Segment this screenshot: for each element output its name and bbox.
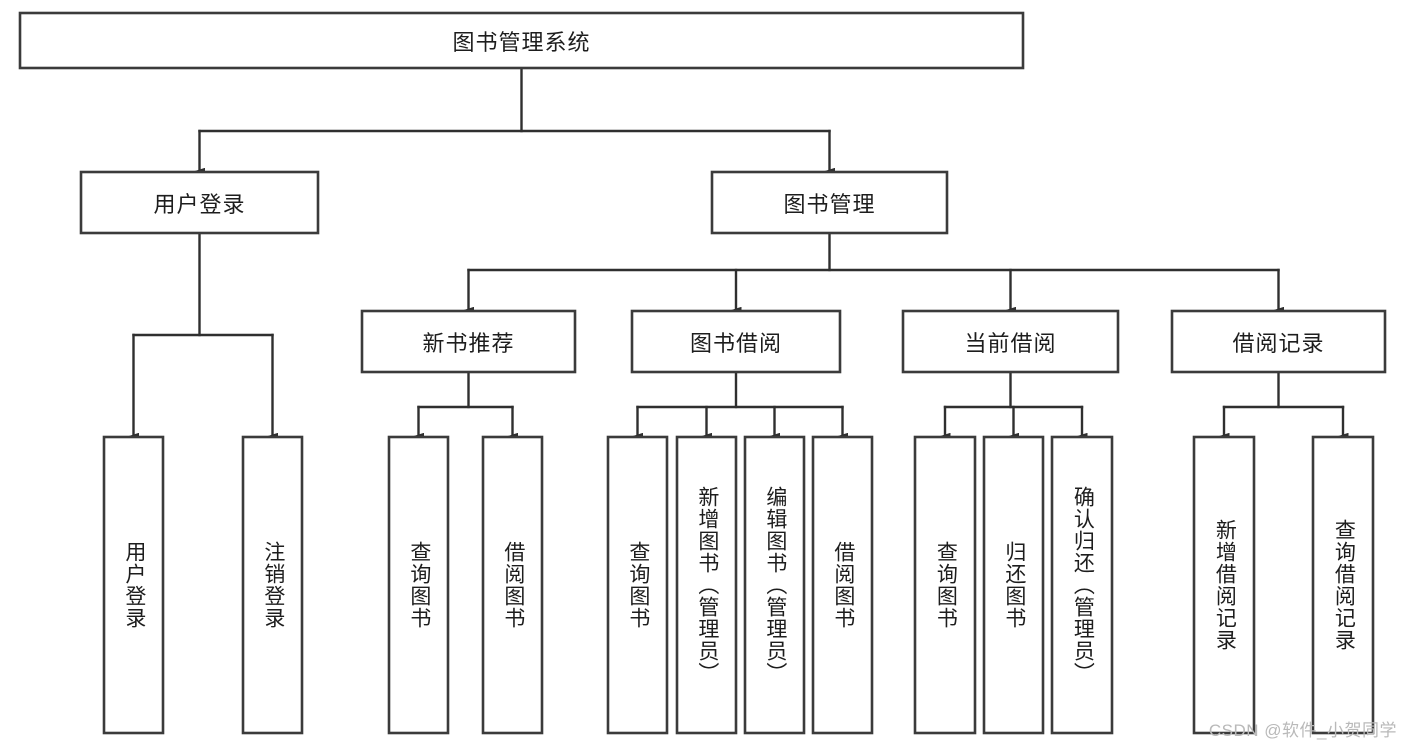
node-box-leaf-query-borrow-record [1311, 435, 1375, 735]
csdn-watermark: CSDN @软件_小贺同学 [1208, 721, 1397, 740]
node-box-leaf-logout [241, 435, 304, 735]
node-box-current-borrow [901, 309, 1120, 374]
node-box-borrow-record [1170, 309, 1387, 374]
node-box-leaf-add-book-admin [675, 435, 738, 735]
node-box-new-book-recommend [360, 309, 577, 374]
node-box-leaf-return-book [982, 435, 1045, 735]
connector-lines [128, 66, 1349, 440]
node-box-leaf-add-borrow-record [1192, 435, 1256, 735]
node-box-book-management [710, 170, 949, 235]
node-box-book-borrow [630, 309, 842, 374]
node-box-leaf-query-book-borrow [606, 435, 669, 735]
node-box-leaf-user-login [102, 435, 165, 735]
node-box-leaf-query-book-current [913, 435, 977, 735]
node-box-root [18, 11, 1025, 70]
node-box-leaf-query-book-recommend [387, 435, 450, 735]
node-boxes [18, 11, 1387, 735]
node-box-user-login [79, 170, 320, 235]
node-box-leaf-borrow-book-recommend [481, 435, 544, 735]
node-box-leaf-confirm-return-admin [1050, 435, 1114, 735]
node-box-leaf-borrow-book [811, 435, 874, 735]
node-box-leaf-edit-book-admin [743, 435, 806, 735]
